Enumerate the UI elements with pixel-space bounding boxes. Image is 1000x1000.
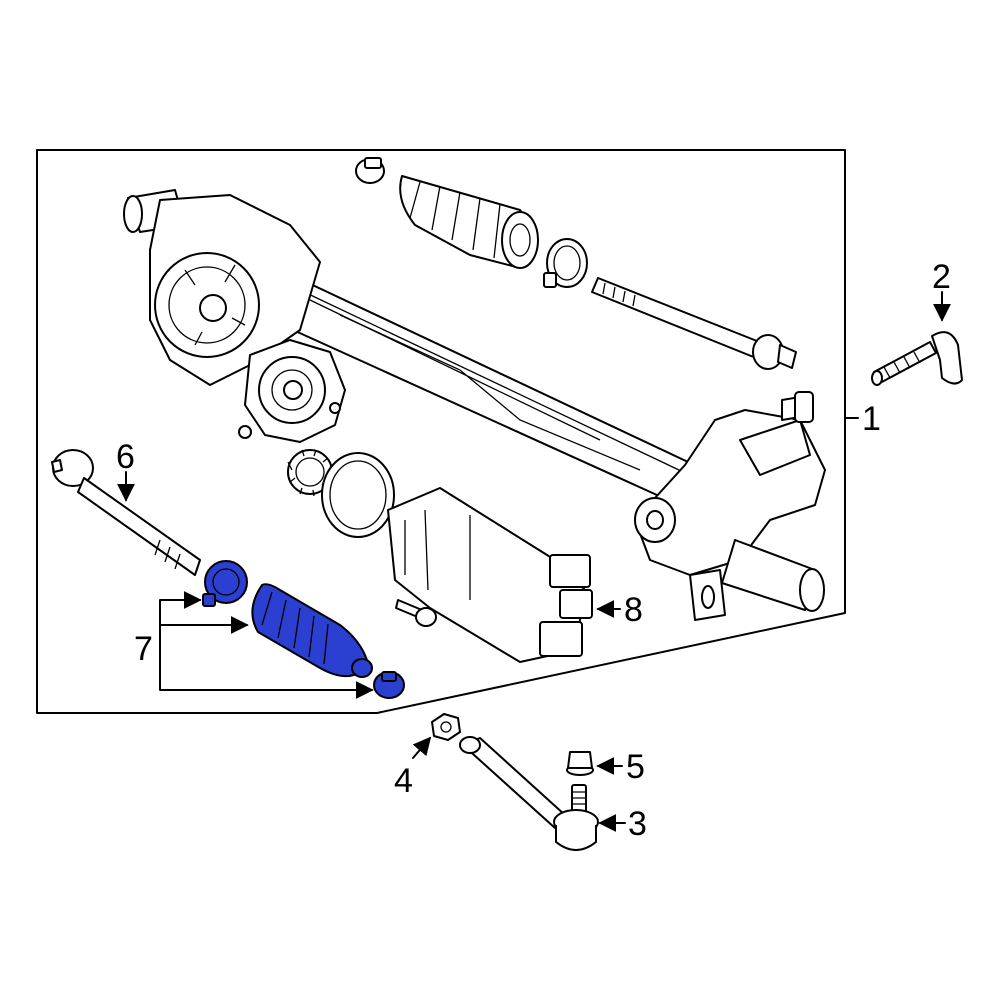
- callout-2: 2: [932, 258, 951, 296]
- callout-4: 4: [394, 762, 413, 800]
- inner-tie-rod-lower[interactable]: [51, 449, 201, 576]
- inner-boot-clamp-large[interactable]: [202, 560, 248, 607]
- assembly-frame: [36, 149, 846, 714]
- o-ring-seal[interactable]: [321, 452, 395, 538]
- inner-bellows-boot[interactable]: [251, 583, 373, 678]
- leader-7: [159, 591, 374, 699]
- rack-housing[interactable]: [123, 189, 826, 621]
- callout-1: 1: [862, 400, 881, 438]
- inner-tie-rod-upper[interactable]: [591, 277, 797, 370]
- motor-bolt[interactable]: [395, 599, 437, 627]
- callout-6: 6: [116, 438, 135, 476]
- callout-5: 5: [626, 748, 645, 786]
- inner-boot-clamp-small[interactable]: [373, 671, 405, 699]
- callout-7: 7: [134, 630, 153, 668]
- mounting-bolt[interactable]: [871, 331, 963, 386]
- assist-motor[interactable]: [387, 487, 593, 663]
- leader-4: [412, 736, 432, 759]
- flange-nut[interactable]: [566, 751, 594, 776]
- hex-nut[interactable]: [431, 713, 461, 741]
- callout-8: 8: [624, 591, 643, 629]
- callout-3: 3: [628, 805, 647, 843]
- outer-boot-clamp-small[interactable]: [355, 157, 385, 184]
- outer-tie-rod-end[interactable]: [459, 736, 599, 851]
- outer-boot-clamp-large[interactable]: [543, 238, 588, 288]
- outer-bellows-boot[interactable]: [399, 175, 539, 269]
